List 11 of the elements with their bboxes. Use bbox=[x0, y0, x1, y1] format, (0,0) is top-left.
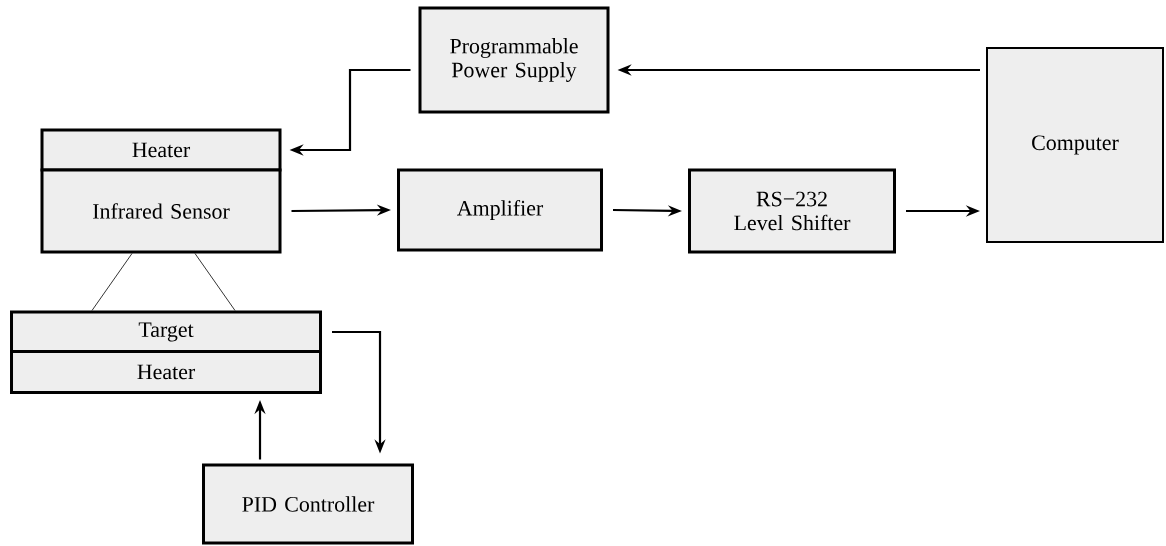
process-box: Amplifier bbox=[397, 168, 603, 252]
process-box: Infrared Sensor bbox=[40, 168, 282, 254]
process-box: PID Controller bbox=[202, 463, 414, 545]
process-box: RS−232 Level Shifter bbox=[688, 168, 896, 254]
process-box: Heater bbox=[10, 350, 322, 394]
connector-line bbox=[194, 253, 236, 311]
process-box: Programmable Power Supply bbox=[418, 6, 610, 114]
connector-line bbox=[91, 253, 133, 311]
process-box: Target bbox=[10, 310, 322, 354]
process-box: Heater bbox=[40, 128, 282, 172]
process-box: Computer bbox=[986, 47, 1164, 243]
